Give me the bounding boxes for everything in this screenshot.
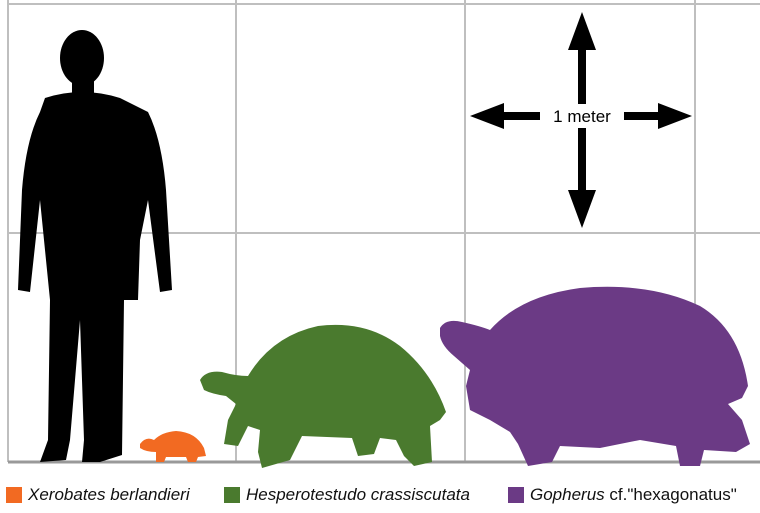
legend-item-hesperotestudo: Hesperotestudo crassiscutata bbox=[224, 485, 470, 505]
arrow-left-icon bbox=[470, 103, 540, 129]
legend-extra: cf."hexagonatus" bbox=[605, 485, 737, 504]
legend-genus: Gopherus bbox=[530, 485, 605, 504]
legend-species: crassiscutata bbox=[366, 485, 470, 504]
size-comparison-diagram: 1 meter bbox=[0, 0, 760, 485]
legend-species: berlandieri bbox=[106, 485, 190, 504]
legend-item-xerobates: Xerobates berlandieri bbox=[6, 485, 190, 505]
legend-label-hesperotestudo: Hesperotestudo crassiscutata bbox=[246, 485, 470, 505]
xerobates-silhouette bbox=[140, 431, 206, 462]
arrow-up-icon bbox=[568, 12, 596, 112]
legend-genus: Hesperotestudo bbox=[246, 485, 366, 504]
legend-label-gopherus: Gopherus cf."hexagonatus" bbox=[530, 485, 737, 505]
legend-label-xerobates: Xerobates berlandieri bbox=[28, 485, 190, 505]
legend-swatch-xerobates bbox=[6, 487, 22, 503]
scale-bar: 1 meter bbox=[470, 12, 692, 228]
legend: Xerobates berlandieri Hesperotestudo cra… bbox=[0, 485, 760, 509]
legend-swatch-gopherus bbox=[508, 487, 524, 503]
legend-genus: Xerobates bbox=[28, 485, 106, 504]
arrow-down-icon bbox=[568, 128, 596, 228]
legend-item-gopherus: Gopherus cf."hexagonatus" bbox=[508, 485, 737, 505]
human-silhouette bbox=[18, 30, 172, 462]
arrow-right-icon bbox=[624, 103, 692, 129]
scale-label: 1 meter bbox=[553, 107, 611, 126]
gopherus-silhouette bbox=[440, 287, 750, 466]
legend-swatch-hesperotestudo bbox=[224, 487, 240, 503]
